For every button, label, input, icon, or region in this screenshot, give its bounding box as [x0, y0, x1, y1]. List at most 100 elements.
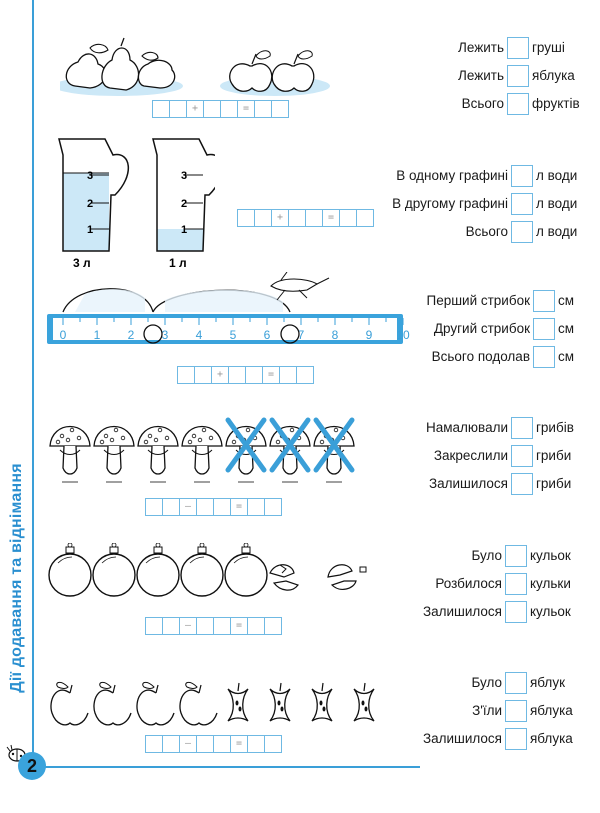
equation-row[interactable]: + =: [177, 366, 314, 384]
apple-core-icon: [269, 682, 291, 722]
broken-ornament-icon: [269, 564, 299, 591]
line-text: З'їли: [472, 703, 502, 718]
equation-cell[interactable]: [196, 617, 214, 635]
line-text: В одному графині: [396, 168, 508, 183]
mushroom-icon: [313, 425, 355, 483]
fruits-picture: [60, 37, 330, 96]
equation-cell[interactable]: [247, 617, 265, 635]
equation-cell[interactable]: [152, 100, 170, 118]
line-unit: см: [558, 321, 575, 336]
equation-cell[interactable]: [228, 366, 246, 384]
line-unit: кульок: [530, 548, 571, 563]
equation-cell[interactable]: [203, 100, 221, 118]
ornament-ball-icon: [92, 543, 136, 597]
equation-sign: +: [211, 366, 229, 384]
equation-row[interactable]: – =: [145, 735, 282, 753]
equation-cell[interactable]: [196, 735, 214, 753]
jug-mark: 3: [181, 170, 187, 182]
equation-cell[interactable]: [213, 617, 231, 635]
equation-cell[interactable]: [162, 498, 180, 516]
line-unit: см: [558, 349, 575, 364]
answer-box[interactable]: [511, 220, 533, 243]
equation-cell[interactable]: [213, 735, 231, 753]
line-unit: яблука: [532, 68, 575, 83]
equation-cell[interactable]: [279, 366, 297, 384]
mushroom-icon: [137, 425, 179, 483]
apple-core-icon: [311, 682, 333, 722]
line-text: Лежить: [457, 68, 504, 83]
answer-box[interactable]: [505, 699, 527, 722]
answer-box[interactable]: [505, 671, 527, 694]
equation-cell[interactable]: [196, 498, 214, 516]
line-text: Перший стрибок: [426, 293, 530, 308]
line-text: Всього: [461, 96, 504, 111]
answer-box[interactable]: [533, 317, 555, 340]
equation-sign: –: [179, 735, 197, 753]
equation-cell[interactable]: [145, 617, 163, 635]
equation-cell[interactable]: [247, 498, 265, 516]
answer-box[interactable]: [511, 472, 533, 495]
answer-box[interactable]: [533, 345, 555, 368]
answer-box[interactable]: [505, 544, 527, 567]
equation-row[interactable]: – =: [145, 617, 282, 635]
equation-sign: –: [179, 617, 197, 635]
answer-box[interactable]: [505, 600, 527, 623]
equation-cell[interactable]: [245, 366, 263, 384]
answer-box[interactable]: [533, 289, 555, 312]
cross-mark-icon: [269, 417, 311, 473]
equation-sign: +: [186, 100, 204, 118]
equation-cell[interactable]: [288, 209, 306, 227]
line-unit: яблук: [530, 675, 565, 690]
answer-box[interactable]: [507, 36, 529, 59]
equation-cell[interactable]: [339, 209, 357, 227]
equation-cell[interactable]: [145, 498, 163, 516]
answer-box[interactable]: [507, 92, 529, 115]
answer-box[interactable]: [511, 416, 533, 439]
answer-box[interactable]: [511, 444, 533, 467]
ornament-ball-icon: [48, 543, 92, 597]
line-unit: л води: [536, 224, 578, 239]
ruler-number: 0: [60, 328, 67, 342]
ruler-number: 5: [230, 328, 237, 342]
equation-cell[interactable]: [220, 100, 238, 118]
equation-row[interactable]: – =: [145, 498, 282, 516]
equation-cell[interactable]: [162, 735, 180, 753]
equation-row[interactable]: + =: [237, 209, 374, 227]
equation-cell[interactable]: [264, 498, 282, 516]
apple-core-icon: [353, 682, 375, 722]
equation-cell[interactable]: [356, 209, 374, 227]
cross-mark-icon: [225, 417, 267, 473]
answer-box[interactable]: [511, 164, 533, 187]
equation-cell[interactable]: [247, 735, 265, 753]
equation-cell[interactable]: [254, 100, 272, 118]
line-text: В другому графині: [392, 196, 508, 211]
equation-cell[interactable]: [254, 209, 272, 227]
answer-box[interactable]: [511, 192, 533, 215]
answer-box[interactable]: [507, 64, 529, 87]
ruler-number: 6: [264, 328, 271, 342]
equation-cell[interactable]: [169, 100, 187, 118]
mushroom-icon: [49, 425, 91, 483]
equation-sign: =: [237, 100, 255, 118]
equation-cell[interactable]: [162, 617, 180, 635]
equation-cell[interactable]: [264, 735, 282, 753]
answer-box[interactable]: [505, 727, 527, 750]
answer-box[interactable]: [505, 572, 527, 595]
equation-cell[interactable]: [264, 617, 282, 635]
equation-cell[interactable]: [237, 209, 255, 227]
equation-cell[interactable]: [271, 100, 289, 118]
equation-cell[interactable]: [145, 735, 163, 753]
jug-mark: 2: [181, 198, 187, 210]
jug-label: 3 л: [73, 256, 91, 270]
line-text: Другий стрибок: [433, 321, 530, 336]
equation-row[interactable]: + =: [152, 100, 289, 118]
equation-cell[interactable]: [213, 498, 231, 516]
answer-lines: В одному графині л води В другому графині…: [392, 163, 580, 247]
equation-cell[interactable]: [194, 366, 212, 384]
equation-cell[interactable]: [305, 209, 323, 227]
equation-cell[interactable]: [296, 366, 314, 384]
equation-cell[interactable]: [177, 366, 195, 384]
